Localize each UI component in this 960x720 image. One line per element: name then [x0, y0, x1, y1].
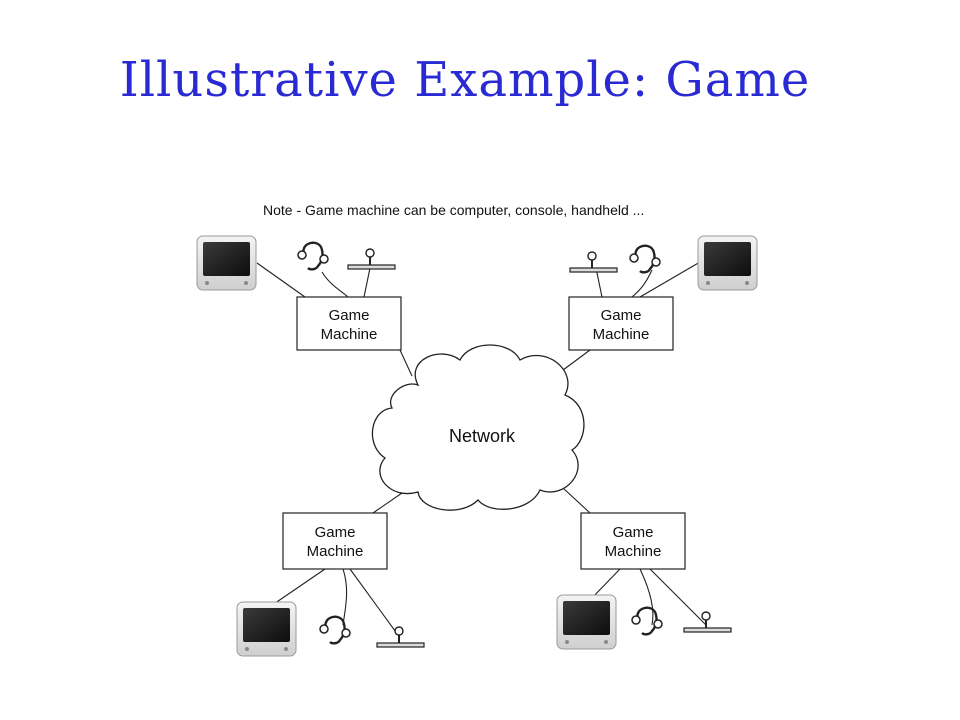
- monitor-icon: [236, 601, 297, 657]
- network-links: [372, 349, 591, 514]
- joystick-icon: [376, 626, 425, 648]
- joystick-icon: [569, 251, 618, 273]
- game-machine-label-line1: Game: [315, 524, 356, 541]
- game-machine: Game Machine: [568, 296, 674, 351]
- monitor-icon: [556, 594, 617, 650]
- game-machine-label-line2: Machine: [605, 543, 662, 560]
- headset-icon: [629, 244, 661, 274]
- game-machine-label-line2: Machine: [307, 543, 364, 560]
- network-cloud: Network: [371, 344, 585, 511]
- slide-title: Illustrative Example: Game: [119, 52, 811, 108]
- headset-icon: [297, 241, 329, 271]
- game-machine-label-line2: Machine: [321, 326, 378, 343]
- game-machine: Game Machine: [580, 512, 686, 570]
- network-label: Network: [449, 426, 516, 446]
- game-machine-label-line1: Game: [329, 307, 370, 324]
- monitor-icon: [196, 235, 257, 291]
- game-machine-label-line1: Game: [601, 307, 642, 324]
- diagram-note: Note - Game machine can be computer, con…: [263, 202, 644, 218]
- joystick-icon: [347, 248, 396, 270]
- game-machine-label-line2: Machine: [593, 326, 650, 343]
- game-machine: Game Machine: [296, 296, 402, 351]
- game-machine: Game Machine: [282, 512, 388, 570]
- joystick-icon: [683, 611, 732, 633]
- game-machine-label-line1: Game: [613, 524, 654, 541]
- headset-icon: [319, 615, 351, 645]
- headset-icon: [631, 606, 663, 636]
- monitor-icon: [697, 235, 758, 291]
